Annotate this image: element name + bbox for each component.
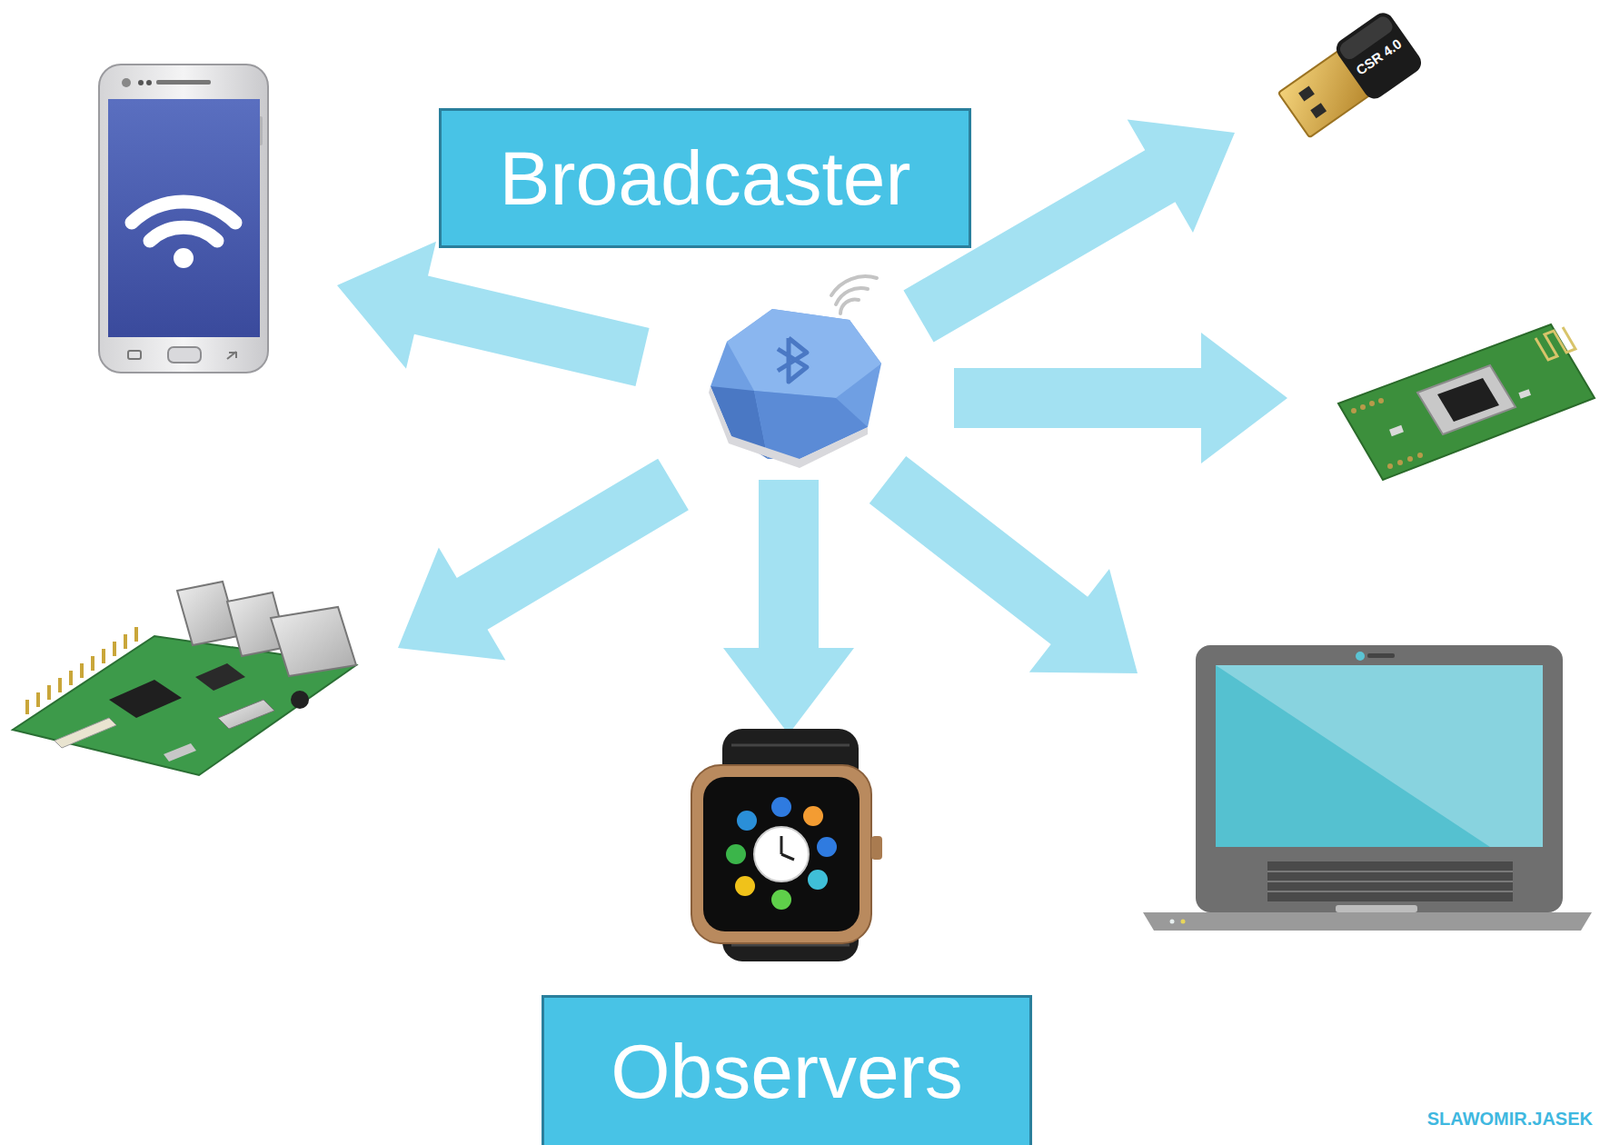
ble-module <box>1338 324 1595 480</box>
signal-arrow <box>954 332 1288 464</box>
box-label: Broadcaster <box>499 136 912 220</box>
smartwatch <box>691 728 883 962</box>
chip-marking: CSR 4.0 <box>1352 35 1404 78</box>
label-box: Observers <box>541 994 1033 1145</box>
signal-arrow <box>397 458 689 661</box>
watermark: SLAWOMIR.JASEK <box>1427 1108 1593 1130</box>
label-box: Broadcaster <box>438 108 972 249</box>
usb-dongle <box>1273 9 1425 144</box>
raspberry-pi-board <box>12 581 357 776</box>
smartphone <box>99 64 269 373</box>
signal-arrow <box>869 456 1138 674</box>
signal-arrow <box>337 241 650 387</box>
box-label: Observers <box>610 1029 963 1114</box>
signal-arrow <box>723 479 855 735</box>
laptop <box>1142 645 1592 931</box>
ble-beacon <box>708 276 882 468</box>
